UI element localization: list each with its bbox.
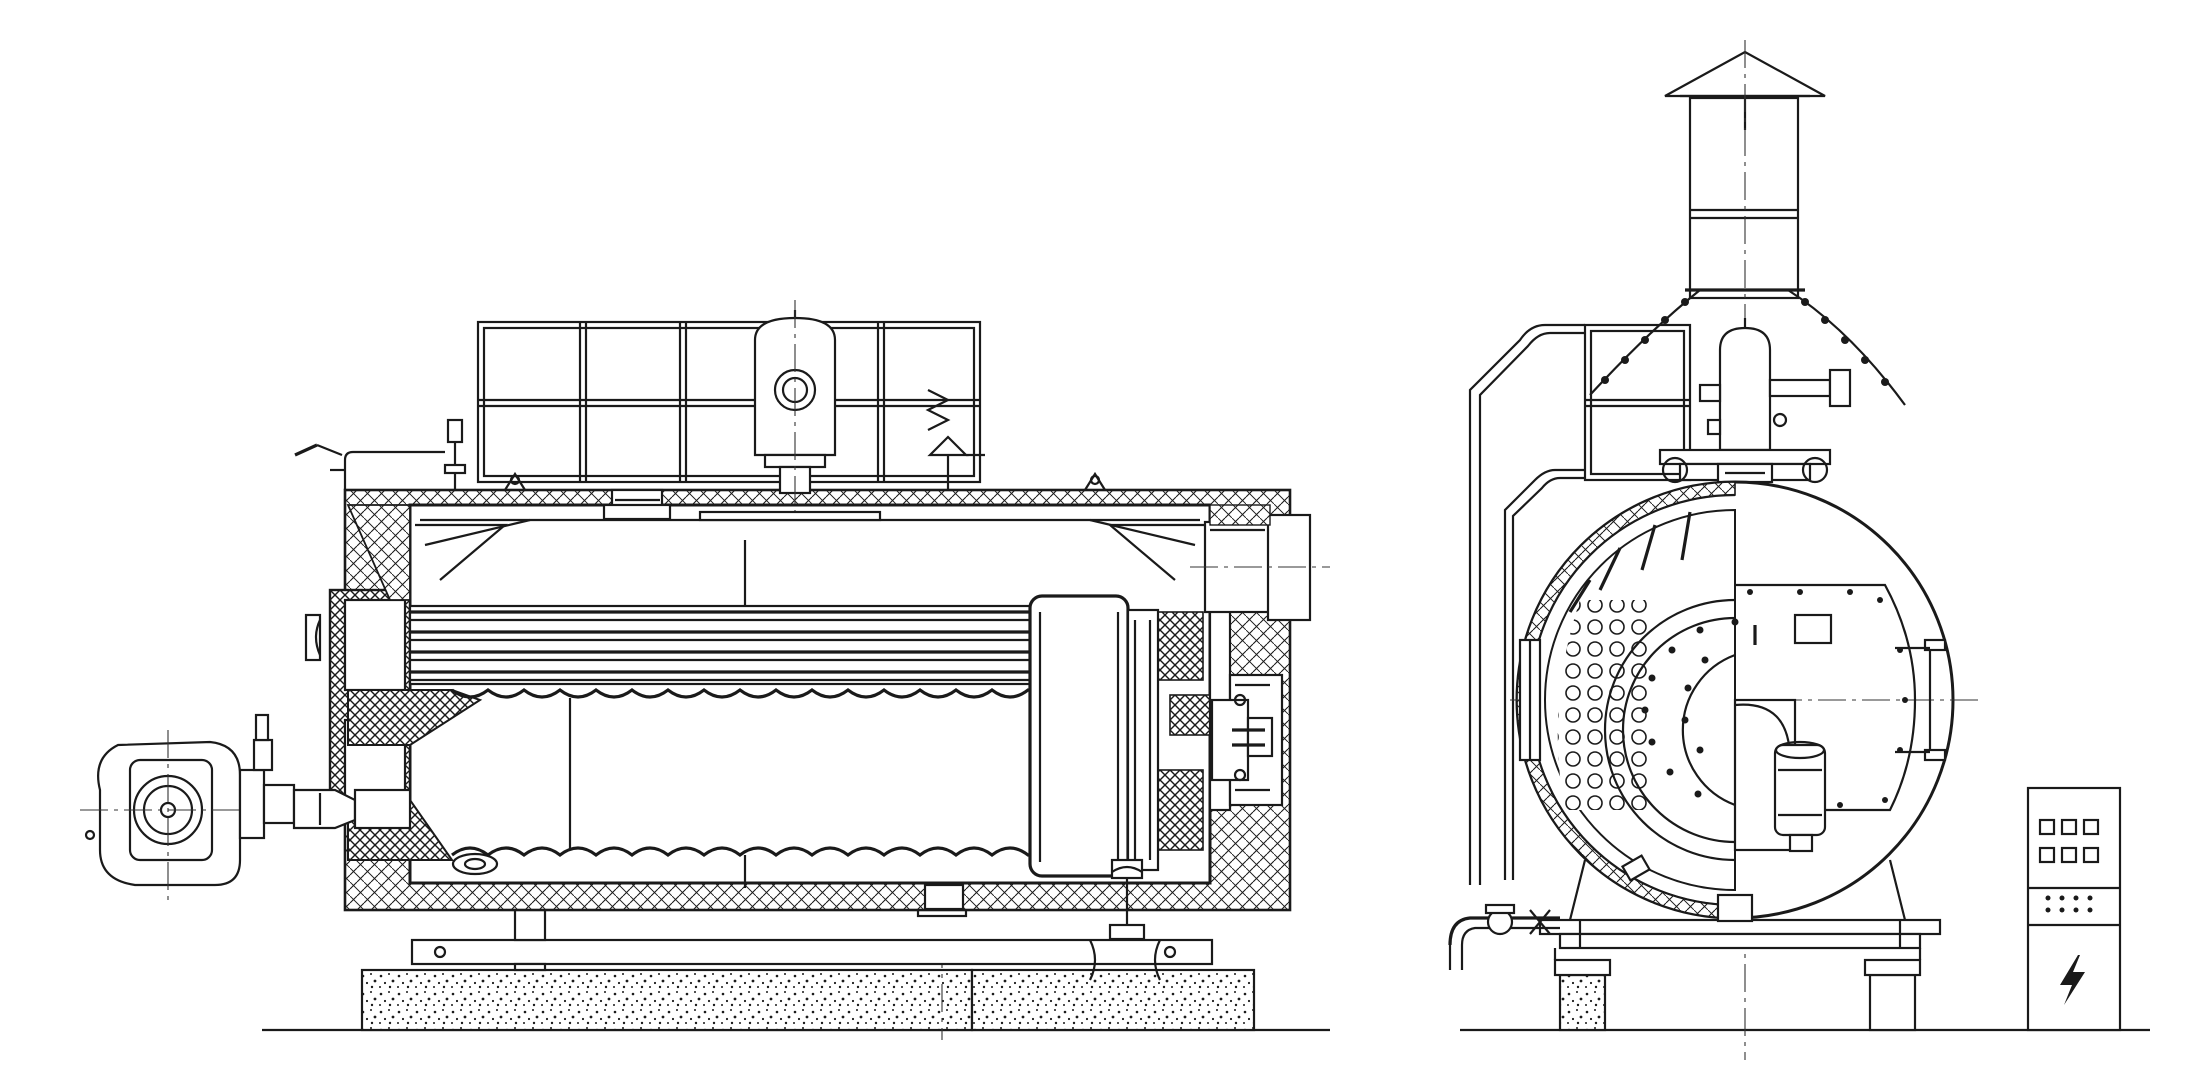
steam-separator xyxy=(753,300,837,520)
concrete-foundation-right xyxy=(970,968,1256,1032)
refractory-cone xyxy=(347,689,483,746)
boiler-shell xyxy=(408,503,1212,885)
concrete-foundation-left xyxy=(360,968,974,1032)
base-frame xyxy=(410,938,1214,966)
smoke-tubes xyxy=(408,604,1032,686)
corrugated-furnace xyxy=(451,687,1030,699)
high-voltage-icon xyxy=(2060,955,2085,1005)
burner-assembly xyxy=(80,713,412,900)
electric-control-panel-icon xyxy=(2026,786,2122,1032)
chimney-stack xyxy=(1688,96,1800,300)
boiler-front-view xyxy=(1448,40,2122,1060)
safety-valve xyxy=(925,389,951,431)
boiler-side-view xyxy=(80,300,1330,1040)
top-handrail xyxy=(476,320,982,484)
front-door xyxy=(1735,583,1917,812)
